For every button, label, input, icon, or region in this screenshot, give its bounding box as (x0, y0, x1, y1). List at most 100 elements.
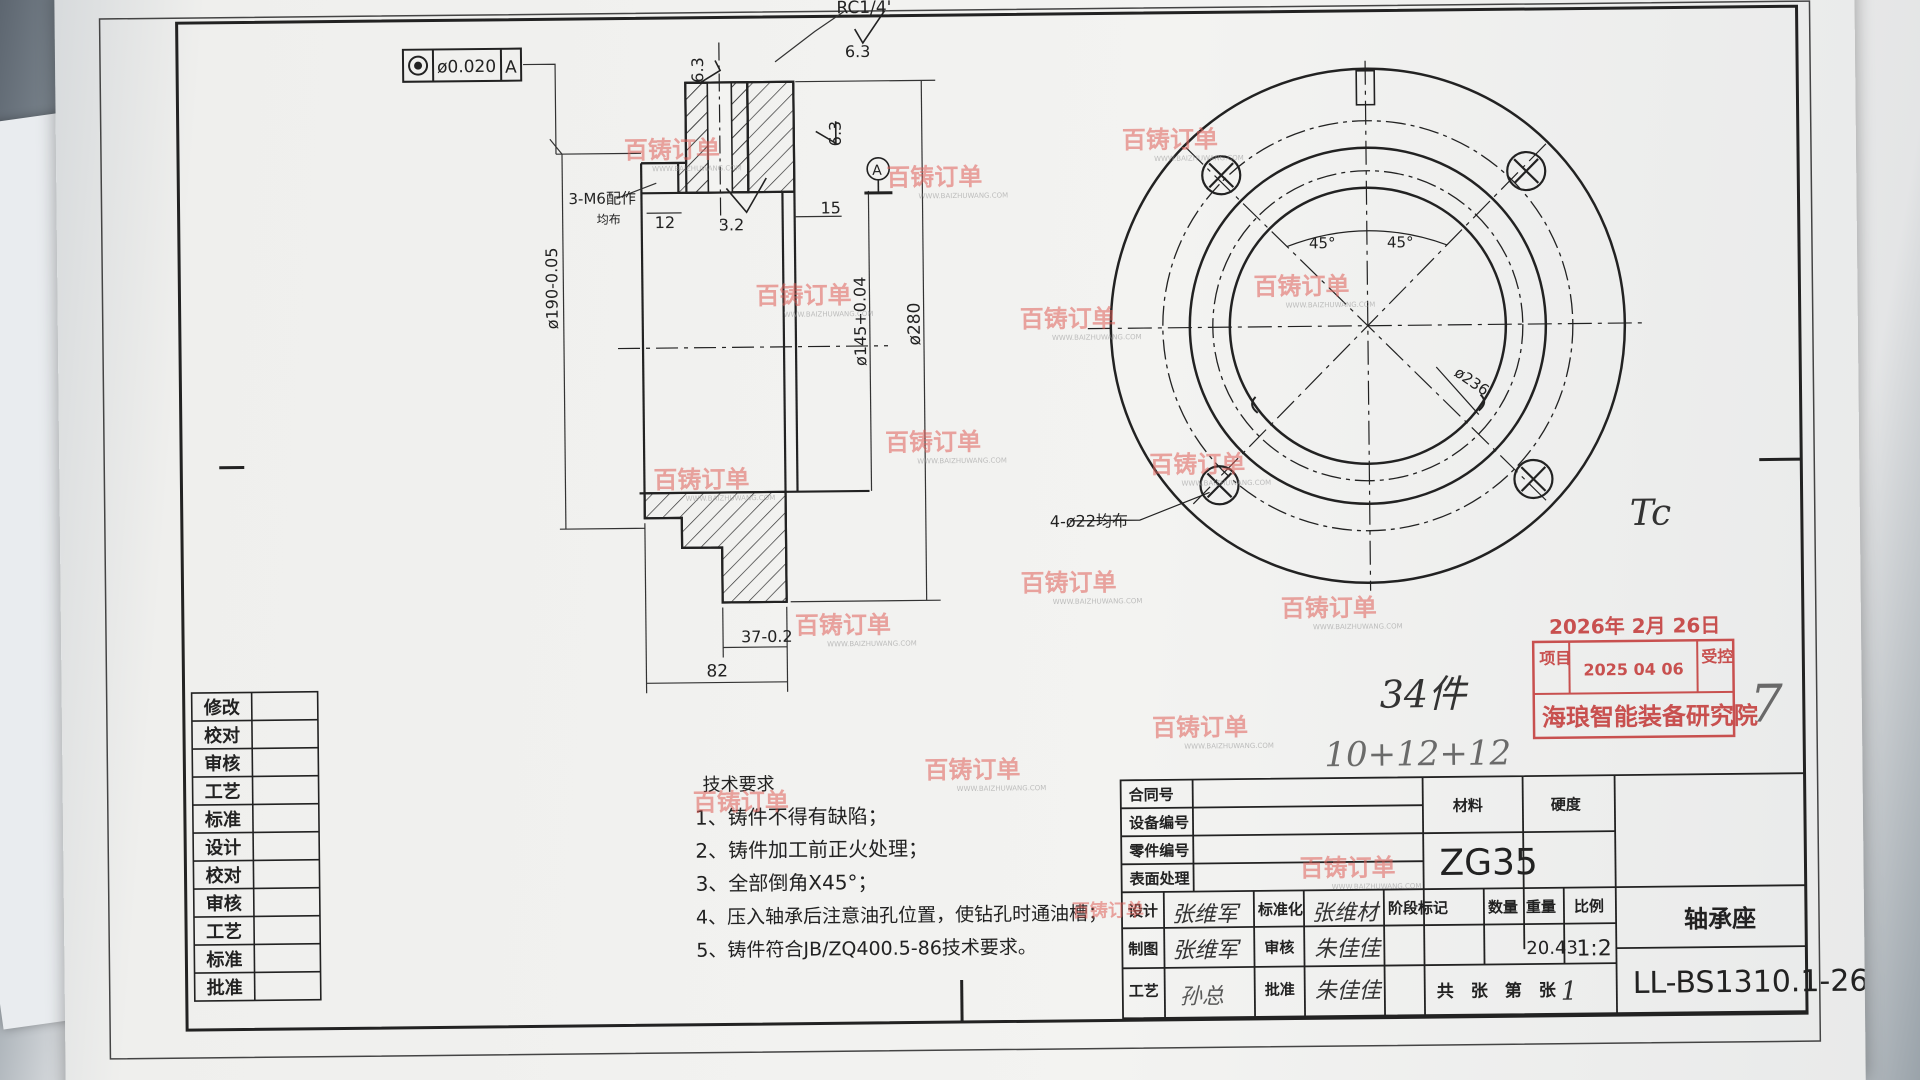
watermark-brand: 百铸订单 (924, 755, 1020, 784)
weight-value: 20.43 (1526, 938, 1578, 960)
rev-label: 标准 (204, 809, 241, 831)
watermark-brand: 百铸订单 (624, 135, 720, 164)
svg-text:WWW.BAIZHUWANG.COM: WWW.BAIZHUWANG.COM (686, 494, 776, 503)
roughness-symbols (699, 10, 886, 214)
dim-145: ø145+0.04 (850, 277, 870, 367)
svg-text:WWW.BAIZHUWANG.COM: WWW.BAIZHUWANG.COM (918, 191, 1008, 200)
holes-note: 4-ø22均布 (1050, 511, 1128, 531)
tech-req-item: 5、铸件符合JB/ZQ400.5-86技术要求。 (696, 936, 1037, 962)
svg-text:合同号: 合同号 (1128, 786, 1174, 804)
rev-label: 校对 (205, 865, 241, 887)
drawing-number: LL-BS1310.1-26 (1633, 964, 1866, 1001)
svg-text:WWW.BAIZHUWANG.COM: WWW.BAIZHUWANG.COM (917, 457, 1007, 466)
signature-standardize: 张维材 (1312, 901, 1381, 927)
watermark-brand: 百铸订单 (1253, 272, 1349, 301)
handwritten-quantity: 34件 (1379, 672, 1469, 717)
signature-drafting: 张维军 (1172, 938, 1241, 964)
scale-value: 1:2 (1576, 936, 1612, 961)
rev-label: 工艺 (206, 921, 242, 943)
sheet-info: 共 张 第 张 (1437, 980, 1557, 1002)
drawing-sheet: ø0.020 A A RC1/4' 6.3 6.3 6.3 3.2 3-M6配作… (54, 0, 1866, 1080)
watermark-brand: 百铸订单 (1281, 594, 1377, 623)
rev-label: 工艺 (205, 781, 241, 803)
signature-process: 孙总 (1180, 984, 1224, 1009)
svg-text:WWW.BAIZHUWANG.COM: WWW.BAIZHUWANG.COM (1181, 479, 1271, 488)
m6-note2: 均布 (597, 213, 621, 227)
svg-text:重量: 重量 (1526, 898, 1556, 916)
tech-req-item: 2、铸件加工前正火处理； (695, 836, 928, 862)
svg-text:设计: 设计 (1128, 902, 1158, 920)
section-view (618, 42, 889, 604)
svg-text:项目: 项目 (1539, 649, 1571, 668)
watermarks: 百铸订单 WWW.BAIZHUWANG.COM 百铸订单 WWW.BAIZHUW… (624, 125, 1422, 922)
svg-text:表面处理: 表面处理 (1130, 870, 1190, 889)
tech-req-item: 1、铸件不得有缺陷； (695, 804, 888, 830)
svg-text:WWW.BAIZHUWANG.COM: WWW.BAIZHUWANG.COM (1154, 154, 1244, 163)
svg-text:WWW.BAIZHUWANG.COM: WWW.BAIZHUWANG.COM (827, 639, 917, 648)
svg-text:工艺: 工艺 (1129, 982, 1159, 1000)
dim-12: 12 (655, 213, 676, 232)
bolt-hole-icon (1199, 150, 1554, 506)
revision-block (190, 690, 322, 1002)
stamp-org: 海琅智能装备研究院 (1542, 702, 1758, 732)
rev-label: 批准 (207, 977, 243, 999)
svg-text:零件编号: 零件编号 (1128, 842, 1189, 861)
thread-note: RC1/4' (836, 0, 891, 18)
approval-stamp: 2026年 2月 26日 项目 2025 04 06 受控 海琅智能装备研究院 (1531, 613, 1758, 740)
dim-15: 15 (820, 198, 841, 217)
dim-37: 37-0.2 (741, 627, 793, 647)
svg-text:WWW.BAIZHUWANG.COM: WWW.BAIZHUWANG.COM (1332, 882, 1422, 891)
svg-text:WWW.BAIZHUWANG.COM: WWW.BAIZHUWANG.COM (1313, 622, 1403, 631)
handwritten-mark: Tc (1630, 493, 1672, 534)
roughness-bore: 3.2 (719, 215, 745, 234)
engineering-drawing: ø0.020 A A RC1/4' 6.3 6.3 6.3 3.2 3-M6配作… (98, 0, 1866, 1060)
svg-text:A: A (872, 163, 882, 179)
watermark-brand: 百铸订单 (755, 281, 851, 310)
watermark-brand: 百铸订单 (1020, 304, 1116, 333)
svg-text:阶段标记: 阶段标记 (1388, 899, 1448, 918)
svg-text:材料: 材料 (1453, 797, 1483, 815)
tech-req-item: 4、压入轴承后注意油孔位置，使钻孔时通油槽； (696, 902, 1107, 928)
stamp-date: 2026年 2月 26日 (1549, 613, 1721, 639)
inner-frame (175, 4, 1809, 1032)
watermark-brand: 百铸订单 (795, 611, 891, 640)
svg-text:WWW.BAIZHUWANG.COM: WWW.BAIZHUWANG.COM (784, 310, 874, 319)
geometric-tolerance-frame: ø0.020 A (401, 47, 523, 83)
watermark-brand: 百铸订单 (693, 788, 789, 817)
watermark-brand: 百铸订单 (1072, 899, 1144, 922)
svg-text:制图: 制图 (1128, 940, 1158, 958)
roughness-left: 6.3 (688, 57, 707, 83)
dimension-lines (523, 10, 941, 694)
technical-requirements: 技术要求 1、铸件不得有缺陷； 2、铸件加工前正火处理； 3、全部倒角X45°；… (695, 774, 1107, 962)
m6-note: 3-M6配作 (568, 189, 636, 208)
watermark-brand: 百铸订单 (1152, 713, 1248, 742)
watermark-brand: 百铸订单 (1299, 853, 1395, 882)
outer-frame (98, 0, 1822, 1060)
rev-label: 修改 (203, 697, 241, 719)
svg-text:WWW.BAIZHUWANG.COM: WWW.BAIZHUWANG.COM (1053, 597, 1143, 606)
tech-req-item: 3、全部倒角X45°； (696, 870, 878, 896)
material-value: ZG35 (1439, 842, 1538, 884)
svg-text:数量: 数量 (1488, 898, 1518, 916)
rev-label: 设计 (205, 837, 241, 859)
datum-symbol: A (864, 157, 893, 195)
signature-check: 朱佳佳 (1314, 937, 1382, 963)
watermark-brand: 百铸订单 (653, 465, 749, 494)
rev-label: 审核 (206, 893, 242, 915)
watermark-brand: 百铸订单 (1149, 450, 1245, 479)
roughness-right: 6.3 (826, 121, 845, 147)
svg-text:WWW.BAIZHUWANG.COM: WWW.BAIZHUWANG.COM (1052, 333, 1142, 342)
rev-label: 标准 (205, 949, 242, 971)
svg-text:审核: 审核 (1264, 939, 1294, 957)
handwritten-formula: 10+12+12 (1324, 733, 1511, 775)
watermark-brand: 百铸订单 (1020, 568, 1116, 597)
watermark-brand: 百铸订单 (1122, 125, 1218, 154)
tolerance-datum: A (505, 58, 517, 78)
rev-label: 审核 (204, 753, 240, 775)
rev-label: 校对 (204, 725, 240, 747)
svg-text:批准: 批准 (1265, 981, 1295, 999)
svg-text:WWW.BAIZHUWANG.COM: WWW.BAIZHUWANG.COM (652, 164, 742, 173)
watermark-brand: 百铸订单 (886, 163, 982, 192)
svg-text:WWW.BAIZHUWANG.COM: WWW.BAIZHUWANG.COM (1184, 742, 1274, 751)
